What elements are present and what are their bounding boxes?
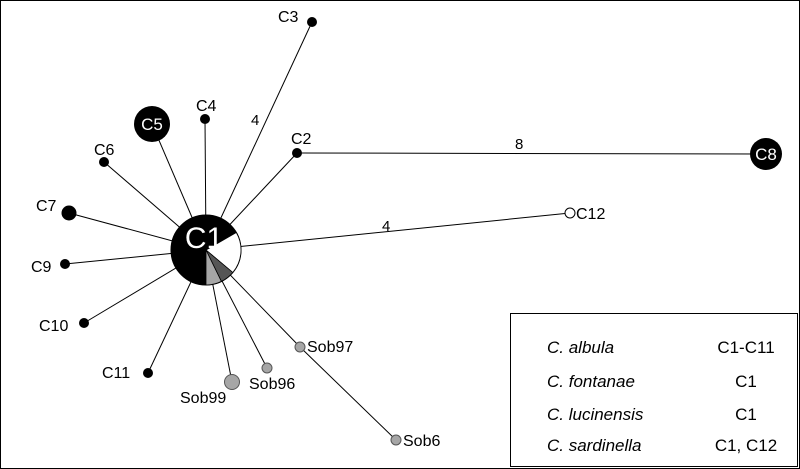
node-sob6 — [390, 434, 402, 446]
node-c9 — [60, 259, 70, 269]
edge-sob97-sob6 — [299, 346, 397, 441]
edge-label-c1-c12: 4 — [382, 218, 390, 235]
legend-haplotypes: C1 — [735, 372, 757, 391]
species-legend: C. albula C1-C11 C. fontanae C1 C. lucin… — [510, 313, 798, 467]
node-c10 — [79, 318, 89, 328]
legend-haplotypes: C1-C11 — [717, 338, 775, 357]
node-c1: C1 — [170, 214, 242, 286]
node-sob99 — [224, 374, 240, 390]
label-c7: C7 — [36, 198, 57, 215]
label-c5: C5 — [141, 115, 163, 134]
label-sob99: Sob99 — [180, 390, 226, 407]
node-c11 — [143, 368, 153, 378]
label-c6: C6 — [94, 142, 115, 159]
legend-species: C. sardinella — [547, 436, 642, 455]
edge-c1-c3 — [205, 21, 313, 251]
label-sob97: Sob97 — [307, 339, 353, 356]
edge-c2-c8 — [296, 152, 767, 155]
legend-haplotypes: C1, C12 — [714, 436, 778, 455]
c1-slice-fontanae — [205, 249, 222, 286]
label-c3: C3 — [278, 9, 299, 26]
legend-species: C. fontanae — [547, 372, 635, 391]
node-c2 — [292, 148, 302, 158]
node-c5 — [134, 106, 170, 142]
label-c9: C9 — [31, 259, 52, 276]
label-c12: C12 — [576, 206, 605, 223]
legend-row: C. lucinensis C1 — [511, 405, 797, 431]
label-sob6: Sob6 — [403, 433, 440, 450]
label-sob96: Sob96 — [249, 376, 295, 393]
node-c7 — [61, 205, 77, 221]
node-c6 — [99, 157, 109, 167]
label-c4: C4 — [196, 98, 217, 115]
label-c2: C2 — [291, 131, 312, 148]
node-c12 — [564, 207, 576, 219]
label-c1: C1 — [185, 222, 223, 255]
legend-haplotypes: C1 — [735, 405, 757, 424]
label-c10: C10 — [39, 318, 68, 335]
edge-c1-c12 — [205, 212, 571, 251]
label-c11: C11 — [102, 365, 130, 382]
node-c4 — [200, 114, 210, 124]
edge-label-c1-c3: 4 — [251, 112, 259, 129]
node-c3 — [307, 17, 317, 27]
legend-row: C. fontanae C1 — [511, 372, 797, 398]
node-sob96 — [261, 362, 273, 374]
c1-slice-sardinella — [205, 231, 242, 274]
legend-row: C. sardinella C1, C12 — [511, 436, 797, 462]
legend-row: C. albula C1-C11 — [511, 338, 797, 364]
edge-label-c2-c8: 8 — [515, 136, 523, 153]
legend-species: C. lucinensis — [547, 405, 644, 424]
node-sob97 — [294, 341, 306, 353]
legend-species: C. albula — [547, 338, 615, 357]
node-c8 — [750, 138, 782, 170]
label-c8: C8 — [755, 145, 777, 164]
